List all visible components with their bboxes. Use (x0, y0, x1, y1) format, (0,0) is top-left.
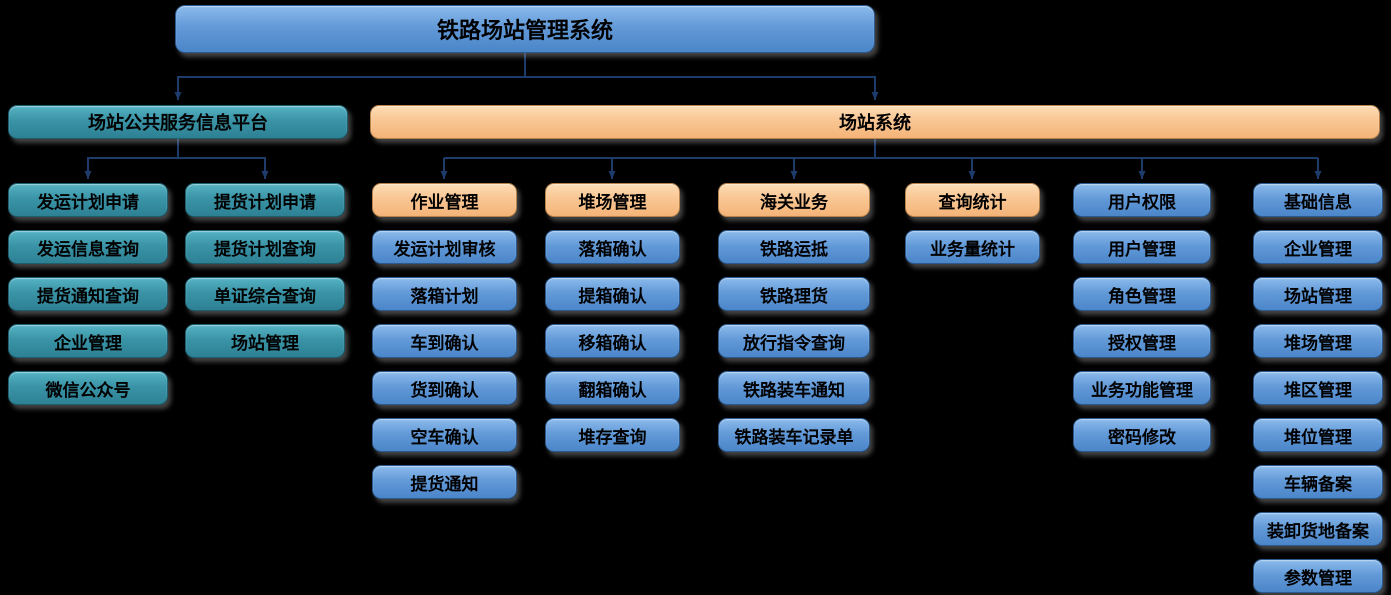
column-header: 查询统计 (905, 183, 1040, 217)
column-item: 角色管理 (1073, 277, 1211, 311)
column-item: 车辆备案 (1253, 465, 1383, 499)
column-item: 发运计划审核 (372, 230, 517, 264)
column-item: 业务量统计 (905, 230, 1040, 264)
platform-item: 发运计划申请 (8, 183, 168, 217)
root-node: 铁路场站管理系统 (175, 5, 875, 53)
column-item: 铁路装车记录单 (718, 418, 870, 452)
platform-item: 单证综合查询 (185, 277, 345, 311)
column-item: 落箱确认 (545, 230, 680, 264)
column-item: 货到确认 (372, 371, 517, 405)
column-header: 用户权限 (1073, 183, 1211, 217)
platform-item: 提货通知查询 (8, 277, 168, 311)
column-item: 业务功能管理 (1073, 371, 1211, 405)
column-item: 堆区管理 (1253, 371, 1383, 405)
column-item: 堆场管理 (1253, 324, 1383, 358)
column-item: 放行指令查询 (718, 324, 870, 358)
column-header: 基础信息 (1253, 183, 1383, 217)
column-item: 授权管理 (1073, 324, 1211, 358)
column-item: 场站管理 (1253, 277, 1383, 311)
column-item: 车到确认 (372, 324, 517, 358)
column-header: 作业管理 (372, 183, 517, 217)
column-header: 海关业务 (718, 183, 870, 217)
column-item: 提货通知 (372, 465, 517, 499)
column-item: 落箱计划 (372, 277, 517, 311)
platform-item: 提货计划申请 (185, 183, 345, 217)
platform-title-node: 场站公共服务信息平台 (8, 105, 348, 139)
column-item: 空车确认 (372, 418, 517, 452)
column-item: 铁路运抵 (718, 230, 870, 264)
column-header: 堆场管理 (545, 183, 680, 217)
column-item: 堆存查询 (545, 418, 680, 452)
column-item: 提箱确认 (545, 277, 680, 311)
connector-root-to-station-system (525, 76, 879, 100)
connector-root-to-platform (174, 76, 525, 100)
platform-item: 发运信息查询 (8, 230, 168, 264)
column-item: 密码修改 (1073, 418, 1211, 452)
column-item: 用户管理 (1073, 230, 1211, 264)
column-item: 装卸货地备案 (1253, 512, 1383, 546)
platform-item: 企业管理 (8, 324, 168, 358)
platform-item: 场站管理 (185, 324, 345, 358)
column-item: 铁路装车通知 (718, 371, 870, 405)
station-system-title-node: 场站系统 (370, 105, 1380, 139)
column-item: 翻箱确认 (545, 371, 680, 405)
connector-platform-to-col1 (84, 157, 178, 179)
platform-item: 微信公众号 (8, 371, 168, 405)
connector-platform-to-col2 (178, 157, 269, 179)
column-item: 移箱确认 (545, 324, 680, 358)
column-item: 铁路理货 (718, 277, 870, 311)
platform-item: 提货计划查询 (185, 230, 345, 264)
column-item: 企业管理 (1253, 230, 1383, 264)
column-item: 堆位管理 (1253, 418, 1383, 452)
column-item: 参数管理 (1253, 559, 1383, 593)
